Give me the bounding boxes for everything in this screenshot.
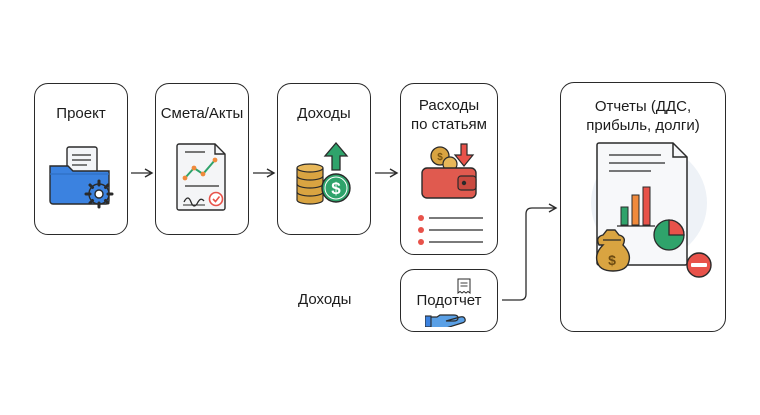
project-card[interactable]: Проект bbox=[34, 83, 128, 235]
expenses-card[interactable]: Расходы по статьям $ bbox=[400, 83, 498, 255]
reports-title-line1: Отчеты (ДДС, bbox=[594, 98, 692, 115]
coins-dollar-up-icon: $ bbox=[296, 142, 351, 205]
expense-items-list bbox=[418, 215, 483, 245]
project-title: Проект bbox=[56, 105, 106, 122]
estimate-title: Смета/Акты bbox=[160, 105, 244, 122]
arrow-accountable-to-reports bbox=[502, 203, 558, 301]
estimate-card[interactable]: Смета/Акты bbox=[155, 83, 249, 235]
hand-receipt-icon bbox=[457, 278, 471, 294]
open-hand-icon bbox=[425, 314, 466, 327]
svg-text:$: $ bbox=[608, 252, 616, 268]
reports-title-line2: прибыль, долги) bbox=[586, 117, 700, 134]
folder-gear-icon bbox=[49, 146, 114, 209]
expenses-title-line2: по статьям bbox=[411, 116, 487, 133]
income-title: Доходы bbox=[297, 105, 351, 122]
accountable-card[interactable]: Подотчет bbox=[400, 269, 498, 332]
expenses-title-line1: Расходы bbox=[418, 97, 480, 114]
accountable-title: Подотчет bbox=[416, 292, 482, 309]
svg-text:$: $ bbox=[437, 152, 443, 163]
report-chart-moneybag-icon: $ bbox=[591, 142, 712, 278]
reports-card[interactable]: Отчеты (ДДС, прибыль, долги) $ bbox=[560, 82, 726, 332]
wallet-coins-down-icon: $ bbox=[421, 143, 477, 199]
income-card[interactable]: Доходы $ bbox=[277, 83, 371, 235]
svg-text:$: $ bbox=[331, 179, 341, 198]
income-side-label: Доходы bbox=[298, 291, 352, 308]
document-chart-signature-icon bbox=[176, 143, 226, 211]
